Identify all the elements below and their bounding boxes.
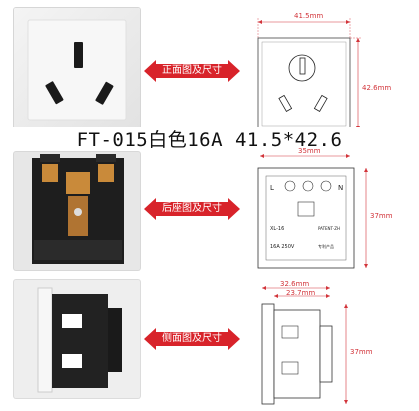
back-diagram: 35mm 37mm L N XL-16 16A 250V PATENT·ZH 专… [246,146,414,274]
side-height-label: 37mm [350,348,373,356]
back-socket-icon [32,154,124,264]
back-arrow: 后座图及尺寸 [144,198,240,220]
front-socket-icon [27,19,127,121]
side-inner-width-label: 23.7mm [286,289,316,297]
back-diagram-right-col1: PATENT·ZH [318,226,341,231]
front-arrow-label: 正面图及尺寸 [162,65,222,76]
back-arrow-label: 后座图及尺寸 [162,203,222,214]
side-arrow: 侧面图及尺寸 [144,328,240,350]
side-outer-width-label: 32.6mm [280,280,310,288]
back-diagram-right-col2: 专利产品 [318,244,334,249]
front-diagram: 41.5mm 42.6mm [246,6,414,136]
back-diagram-n-label: N [338,184,344,192]
side-photo [14,280,140,398]
front-photo [14,8,140,132]
side-diagram: 32.6mm 23.7mm 37mm [246,280,414,408]
back-diagram-l-label: L [270,184,274,192]
back-height-label: 37mm [370,212,393,220]
back-diagram-rating-label: 16A 250V [270,244,295,250]
side-socket-icon [37,287,122,393]
back-width-label: 35mm [298,147,321,155]
side-arrow-label: 侧面图及尺寸 [162,333,222,344]
back-photo [14,152,140,270]
front-width-label: 41.5mm [294,12,324,20]
page-title: FT-015白色16A 41.5*42.6 [0,127,419,153]
back-diagram-model-label: XL-16 [270,226,285,232]
front-height-label: 42.6mm [362,84,392,92]
front-arrow: 正面图及尺寸 [144,60,240,82]
